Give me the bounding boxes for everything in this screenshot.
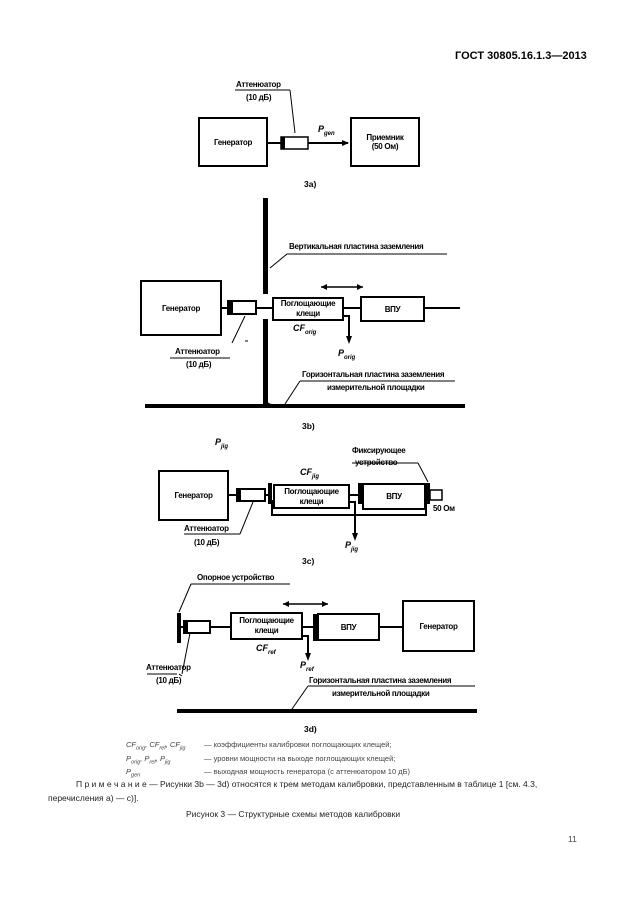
fixing-device-label: Фиксирующее <box>352 446 406 455</box>
attenuator-value-3c: (10 дБ) <box>194 538 220 547</box>
p-jig-label: Pjig <box>345 540 358 553</box>
generator-box-3d: Генератор <box>402 600 475 652</box>
clamp-label-2: клещи <box>296 309 320 318</box>
cf-symbol: CF <box>293 323 305 333</box>
cf-subscript: orig <box>305 329 317 336</box>
cf-orig-label: CForig <box>293 323 316 336</box>
generator-label: Генератор <box>213 137 253 147</box>
legend-symbols: CForig, CFref, CFjig <box>126 740 186 752</box>
legend-symbols: Pgen <box>126 767 141 779</box>
horizontal-plate-label-3b-line2: измерительной площадки <box>327 383 425 392</box>
clamp-label-2: клещи <box>254 626 279 635</box>
horizontal-plate-label-3b: Горизонтальная пластина заземления <box>302 370 445 379</box>
power-symbol: P <box>345 540 352 550</box>
generator-box-3b: Генератор <box>140 280 222 336</box>
horizontal-plate-label-3d: Горизонтальная пластина заземления <box>309 676 452 685</box>
clamp-label: Поглощающие <box>239 616 294 625</box>
attenuator-label-3d: Аттенюатор <box>146 663 191 672</box>
cf-symbol: CF <box>300 467 312 477</box>
reference-device-label: Опорное устройство <box>197 573 275 582</box>
attenuator-value-3d: (10 дБ) <box>156 676 182 685</box>
load-label: 50 Ом <box>433 504 455 513</box>
caption-3a: 3a) <box>304 179 317 189</box>
vpu-label: ВПУ <box>386 492 402 501</box>
power-symbol: P <box>300 660 307 670</box>
vpu-box-3c: ВПУ <box>362 483 426 510</box>
generator-label: Генератор <box>419 621 458 631</box>
attenuator-label-3c: Аттенюатор <box>184 524 229 533</box>
receiver-box-3a: Приемник (50 Ом) <box>350 117 420 167</box>
horizontal-plate-label-3d-line2: измерительной площадки <box>332 689 430 698</box>
clamp-label: Поглощающие <box>280 299 336 308</box>
attenuator-label-3a: Аттенюатор <box>236 80 281 89</box>
attenuator-3a <box>280 136 309 150</box>
absorbing-clamp-box-3b: Поглощающие клещи <box>272 297 344 321</box>
p-orig-label: Porig <box>338 348 355 361</box>
attenuator-label-3b: Аттенюатор <box>175 347 220 356</box>
caption-3b: 3b) <box>302 421 315 431</box>
caption-3d: 3d) <box>304 724 317 734</box>
horizontal-ground-plate-3d <box>177 709 477 713</box>
vertical-plate-label: Вертикальная пластина заземления <box>289 242 424 251</box>
generator-box-3a: Генератор <box>198 117 268 167</box>
vpu-box-3b: ВПУ <box>360 296 425 322</box>
power-subscript: jig <box>351 546 359 553</box>
diagram-3a-lines <box>235 89 349 150</box>
power-subscript: orig <box>344 354 356 361</box>
p-ref-label: Pref <box>300 660 314 673</box>
receiver-label: Приемник <box>366 133 404 142</box>
legend-text: — уровни мощности на выходе поглощающих … <box>204 753 396 763</box>
legend-text: — выходная мощность генератора (с аттеню… <box>204 767 411 776</box>
figure-title: Рисунок 3 — Структурные схемы методов ка… <box>186 809 401 819</box>
fixing-device-label-line2: устройство <box>355 458 398 467</box>
p-jig-stray-label: Pjig <box>215 437 228 450</box>
diagram-3c-lines <box>184 462 443 541</box>
cf-subscript: ref <box>268 649 276 656</box>
load-50-ohm <box>429 489 443 501</box>
cf-ref-label: CFref <box>256 643 276 656</box>
generator-box-3c: Генератор <box>158 470 229 521</box>
power-symbol: P <box>338 348 345 358</box>
legend-text: — коэффициенты калибровки поглощающих кл… <box>204 740 392 749</box>
note-paragraph: П р и м е ч а н и е — Рисунки 3b — 3d) о… <box>48 777 588 805</box>
attenuator-value-3b: (10 дБ) <box>186 360 212 369</box>
power-subscript: jig <box>221 443 229 450</box>
absorbing-clamp-box-3c: Поглощающие клещи <box>273 484 350 509</box>
legend-row: Pgen — выходная мощность генератора (с ат… <box>126 767 410 781</box>
diagram-3d-lines <box>147 583 477 713</box>
vpu-box-3d: ВПУ <box>317 613 380 641</box>
reference-device-plate <box>177 613 181 643</box>
note-label: П р и м е ч а н и е <box>76 779 147 789</box>
clamp-label: Поглощающие <box>284 486 339 496</box>
legend-symbols: Porig, Pref, Pjig <box>126 753 171 766</box>
cf-jig-label: CFjig <box>300 467 319 480</box>
caption-3c: 3c) <box>302 556 315 566</box>
page-number: 11 <box>568 834 577 844</box>
diagram-3b-lines <box>145 198 465 408</box>
attenuator-3c <box>236 488 266 502</box>
power-symbol: P <box>215 437 222 447</box>
absorbing-clamp-box-3d: Поглощающие клещи <box>230 612 303 640</box>
cf-subscript: jig <box>312 473 319 480</box>
power-symbol: P <box>318 124 325 134</box>
horizontal-ground-plate-3b <box>145 404 465 408</box>
power-subscript: ref <box>306 666 314 673</box>
receiver-impedance: (50 Ом) <box>371 142 399 151</box>
generator-label: Генератор <box>174 491 213 500</box>
legend-row: CForig, CFref, CFjig — коэффициенты калиб… <box>126 740 410 754</box>
cf-symbol: CF <box>256 643 268 653</box>
vertical-ground-plate <box>263 198 268 294</box>
vpu-label: ВПУ <box>340 622 357 632</box>
note-text: — Рисунки 3b — 3d) относятся к трем мето… <box>48 779 538 803</box>
symbol-legend: CForig, CFref, CFjig — коэффициенты калиб… <box>126 740 410 781</box>
vpu-label: ВПУ <box>384 304 401 314</box>
power-subscript: gen <box>324 130 335 137</box>
standard-header: ГОСТ 30805.16.1.3—2013 <box>455 50 587 62</box>
clamp-label-2: клещи <box>299 496 324 506</box>
generator-label: Генератор <box>161 303 201 313</box>
power-gen-label-3a: Pgen <box>318 124 335 137</box>
attenuator-value-3a: (10 дБ) <box>246 93 272 102</box>
legend-row: Porig, Pref, Pjig — уровни мощности на вы… <box>126 754 410 768</box>
